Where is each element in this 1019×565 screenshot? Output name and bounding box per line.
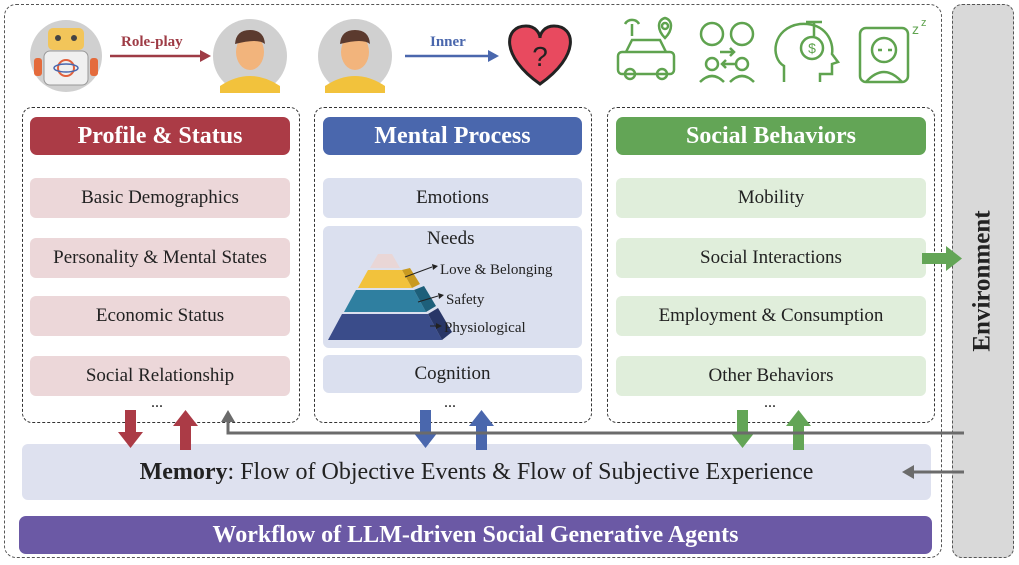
profile-header: Profile & Status	[30, 117, 290, 155]
pyramid-safety: Safety	[446, 292, 485, 308]
social-item: Mobility	[616, 178, 926, 218]
arrow-up-icon	[469, 410, 494, 450]
roleplay-label: Role-play	[121, 34, 183, 50]
inner-label: Inner	[430, 34, 466, 50]
memory-title: Memory	[139, 458, 228, 485]
svg-text:$: $	[808, 40, 816, 56]
pyramid-physiological: Physiological	[444, 320, 526, 336]
mental-more: ...	[444, 394, 456, 411]
profile-item: Social Relationship	[30, 356, 290, 396]
social-item: Social Interactions	[616, 238, 926, 278]
memory-description: : Flow of Objective Events & Flow of Sub…	[227, 458, 814, 485]
person-icon	[318, 19, 392, 93]
social-interaction-icon	[699, 21, 755, 83]
robot-icon	[30, 20, 102, 92]
environment-panel	[952, 4, 1014, 558]
arrow-right-icon	[922, 246, 962, 271]
profile-item: Basic Demographics	[30, 178, 290, 218]
profile-item: Economic Status	[30, 296, 290, 336]
profile-item: Personality & Mental States	[30, 238, 290, 278]
sleep-icon: z z	[858, 17, 927, 84]
pyramid-love: Love & Belonging	[440, 262, 553, 278]
arrow-up-icon	[786, 410, 811, 450]
arrow-down-icon	[118, 410, 143, 448]
social-column	[607, 107, 935, 423]
social-more: ...	[764, 394, 776, 411]
emotions-item: Emotions	[323, 178, 582, 218]
svg-text:z: z	[912, 21, 919, 37]
arrow-up-icon	[173, 410, 198, 450]
social-item: Other Behaviors	[616, 356, 926, 396]
mental-header: Mental Process	[323, 117, 582, 155]
social-header: Social Behaviors	[616, 117, 926, 155]
profile-more: ...	[151, 394, 163, 411]
needs-label: Needs	[427, 228, 475, 249]
memory-bar: Memory: Flow of Objective Events & Flow …	[22, 444, 931, 500]
cognition-item: Cognition	[323, 355, 582, 393]
car-location-icon	[616, 16, 676, 81]
svg-text:z: z	[921, 17, 927, 29]
person-icon	[213, 19, 287, 93]
workflow-banner: Workflow of LLM-driven Social Generative…	[19, 516, 932, 554]
arrow-down-icon	[730, 410, 755, 448]
arrow-down-icon	[413, 410, 438, 448]
head-money-icon: $	[774, 20, 841, 82]
agent-frame	[4, 4, 942, 558]
profile-column	[22, 107, 300, 423]
svg-text:?: ?	[532, 41, 548, 72]
heart-question-icon: ?	[508, 24, 572, 86]
mental-column	[314, 107, 592, 423]
social-item: Employment & Consumption	[616, 296, 926, 336]
